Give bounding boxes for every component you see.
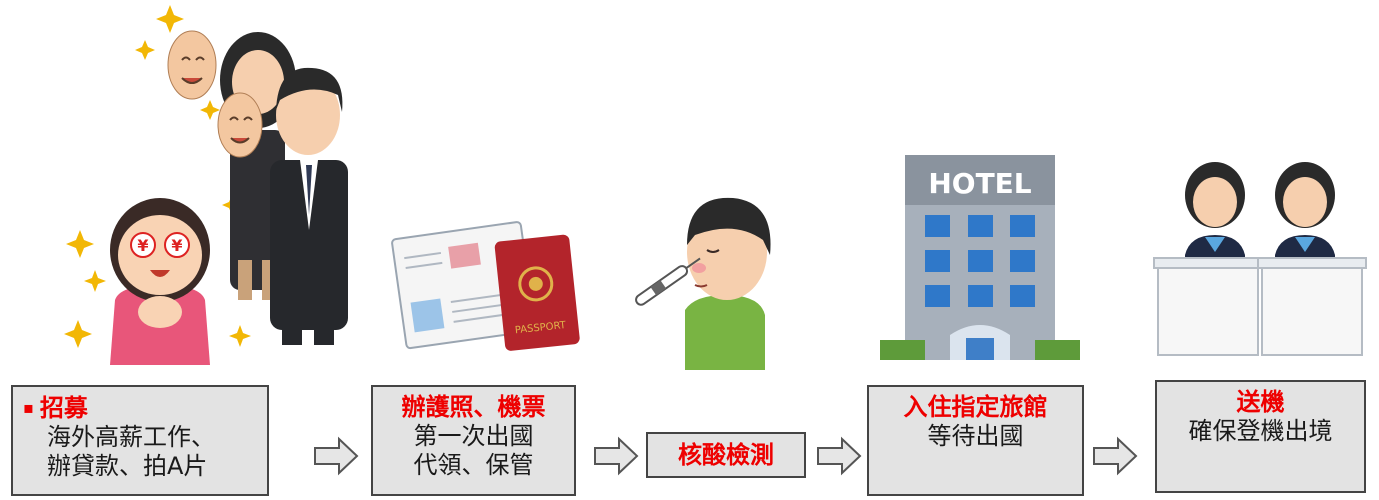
staff-left [1185,162,1245,270]
step-recruit-line-1: 海外高薪工作、 [47,423,215,451]
recruitment-illustration: ¥ ¥ [64,5,348,365]
hotel-windows [925,215,1035,307]
yen-eye-right: ¥ [171,236,182,255]
step-docs-line-2: 代領、保管 [413,451,534,479]
nasal-test-illustration [635,197,771,370]
step-docs-line-1: 第一次出國 [413,422,534,450]
patient [685,197,771,370]
step-recruit-line-2: 辦貸款、拍A片 [47,452,208,480]
step-hotel-line-1: 等待出國 [927,422,1024,450]
step-hotel-box: 入住指定旅館 等待出國 [867,385,1084,496]
staff-right [1275,162,1335,270]
airport-counter-illustration [1153,162,1367,356]
passport-book: PASSPORT [494,234,580,351]
passport-illustration: PASSPORT [391,221,580,351]
step-test-box: 核酸檢測 [646,432,806,478]
hotel-building: HOTEL [880,155,1080,360]
hotel-illustration: HOTEL [880,155,1080,360]
step-recruit-heading: ▪招募 [23,394,88,422]
step-docs-heading: 辦護照、機票 [401,393,546,421]
step-recruit-box: ▪招募 海外高薪工作、 辦貸款、拍A片 [11,385,269,496]
check-in-counters [1153,257,1367,356]
yen-eye-left: ¥ [137,236,148,255]
step-sendoff-line-1: 確保登機出境 [1188,417,1333,445]
step-sendoff-box: 送機 確保登機出境 [1155,380,1366,493]
step-hotel-heading: 入住指定旅館 [903,393,1048,421]
arrow-right-icon [314,436,359,476]
smiling-masks [167,30,263,158]
arrow-right-icon [1093,436,1138,476]
bullet-icon: ▪ [23,398,34,417]
passport-label: PASSPORT [514,320,567,336]
arrow-right-icon [594,436,639,476]
man-recruiter [270,67,348,345]
step-sendoff-heading: 送機 [1236,388,1285,416]
hotel-sign: HOTEL [928,167,1031,200]
swab-icon [635,257,701,306]
excited-woman: ¥ ¥ [110,198,210,365]
step-test-heading: 核酸檢測 [678,441,774,469]
arrow-right-icon [817,436,862,476]
step-docs-box: 辦護照、機票 第一次出國 代領、保管 [371,385,576,496]
